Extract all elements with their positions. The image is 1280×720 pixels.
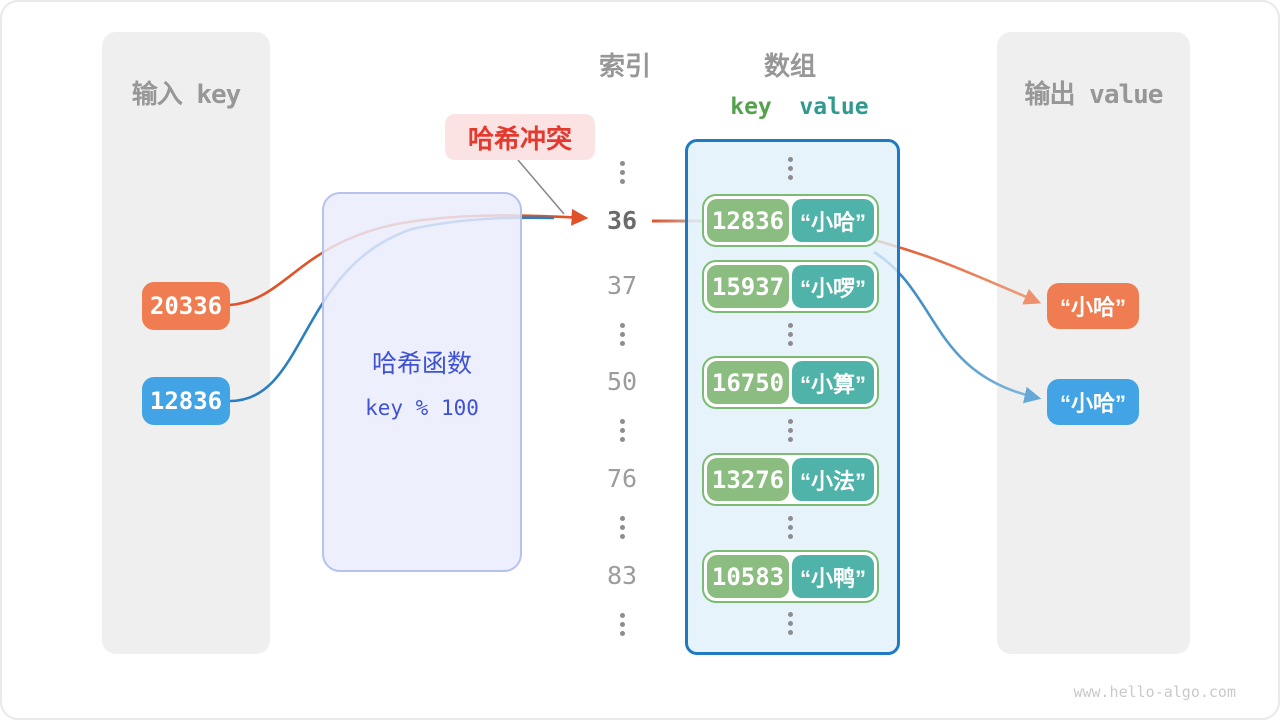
input-key-20336: 20336: [142, 282, 230, 330]
pair-value: “小哈”: [792, 199, 874, 242]
ellipsis-icon: [787, 323, 793, 346]
array-value-header: value: [799, 94, 869, 120]
output-value-orange: “小哈”: [1047, 283, 1139, 329]
hash-collision-badge: 哈希冲突: [445, 114, 595, 160]
watermark: www.hello-algo.com: [1073, 683, 1236, 701]
index-50: 50: [606, 367, 638, 396]
ellipsis-icon: [619, 161, 625, 184]
hash-function-title: 哈希函数: [371, 350, 472, 378]
pair-value: “小鸭”: [792, 555, 874, 598]
ellipsis-icon: [787, 157, 793, 180]
collision-badge-connector: [517, 159, 565, 215]
index-column-header: 索引: [598, 51, 651, 81]
pair-row-16750: 16750 “小算”: [702, 356, 879, 409]
output-value-panel: 输出 value: [997, 32, 1190, 654]
input-key-12836: 12836: [142, 377, 230, 425]
ellipsis-icon: [619, 323, 625, 346]
input-panel-title: 输入 key: [131, 80, 242, 110]
ellipsis-icon: [619, 516, 625, 539]
pair-key: 16750: [707, 361, 789, 404]
pair-value: “小法”: [792, 458, 874, 501]
input-key-panel: 输入 key: [102, 32, 270, 654]
ellipsis-icon: [619, 419, 625, 442]
index-36: 36: [606, 206, 638, 235]
pair-key: 15937: [707, 265, 789, 308]
pair-key: 13276: [707, 458, 789, 501]
output-panel-title: 输出 value: [1024, 80, 1164, 110]
ellipsis-icon: [787, 419, 793, 442]
pair-row-15937: 15937 “小啰”: [702, 260, 879, 313]
index-83: 83: [606, 561, 638, 590]
pair-row-13276: 13276 “小法”: [702, 453, 879, 506]
pair-key: 10583: [707, 555, 789, 598]
hash-function-box: 哈希函数 key % 100: [322, 192, 522, 572]
array-column-header: 数组: [763, 51, 816, 81]
pair-row-10583: 10583 “小鸭”: [702, 550, 879, 603]
ellipsis-icon: [787, 612, 793, 635]
pair-value: “小啰”: [792, 265, 874, 308]
ellipsis-icon: [787, 516, 793, 539]
pair-key: 12836: [707, 199, 789, 242]
pair-value: “小算”: [792, 361, 874, 404]
index-37: 37: [606, 271, 638, 300]
pair-row-12836: 12836 “小哈”: [702, 194, 879, 247]
hash-function-formula: key % 100: [365, 396, 479, 420]
array-key-header: key: [730, 94, 772, 120]
ellipsis-icon: [619, 613, 625, 636]
output-value-blue: “小哈”: [1047, 379, 1139, 425]
index-76: 76: [606, 464, 638, 493]
